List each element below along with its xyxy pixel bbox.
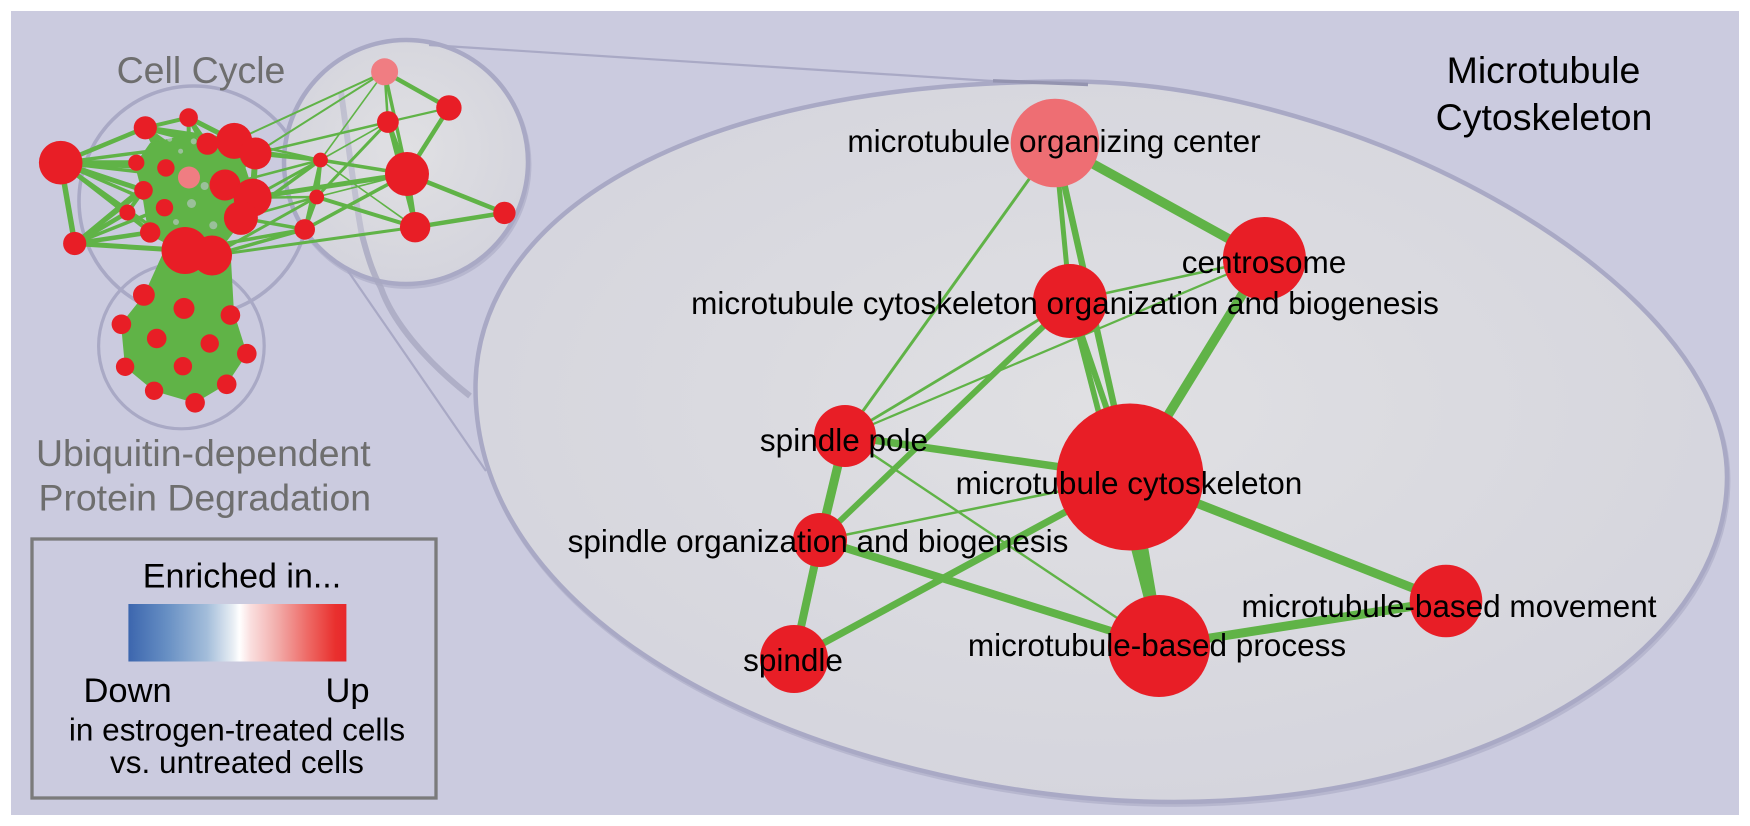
svg-text:Enriched in...: Enriched in... bbox=[143, 558, 341, 596]
svg-text:spindle: spindle bbox=[743, 642, 843, 678]
svg-text:Protein Degradation: Protein Degradation bbox=[39, 477, 372, 519]
svg-text:microtubule-based movement: microtubule-based movement bbox=[1242, 588, 1657, 624]
svg-text:Down: Down bbox=[84, 672, 172, 710]
svg-text:microtubule cytoskeleton organ: microtubule cytoskeleton organization an… bbox=[691, 285, 1439, 321]
svg-text:spindle pole: spindle pole bbox=[760, 422, 928, 458]
svg-text:microtubule cytoskeleton: microtubule cytoskeleton bbox=[956, 465, 1303, 501]
svg-text:Microtubule: Microtubule bbox=[1447, 49, 1641, 91]
svg-text:vs. untreated cells: vs. untreated cells bbox=[110, 744, 364, 780]
svg-text:Up: Up bbox=[326, 672, 370, 710]
svg-text:in estrogen-treated cells: in estrogen-treated cells bbox=[69, 712, 405, 748]
svg-text:Ubiquitin-dependent: Ubiquitin-dependent bbox=[36, 432, 371, 474]
svg-text:spindle organization and bioge: spindle organization and biogenesis bbox=[568, 523, 1069, 559]
svg-text:microtubule organizing center: microtubule organizing center bbox=[847, 123, 1260, 159]
svg-text:Cytoskeleton: Cytoskeleton bbox=[1436, 96, 1653, 138]
svg-text:Cell Cycle: Cell Cycle bbox=[117, 49, 286, 91]
svg-text:microtubule-based process: microtubule-based process bbox=[968, 627, 1346, 663]
svg-text:centrosome: centrosome bbox=[1182, 244, 1347, 280]
